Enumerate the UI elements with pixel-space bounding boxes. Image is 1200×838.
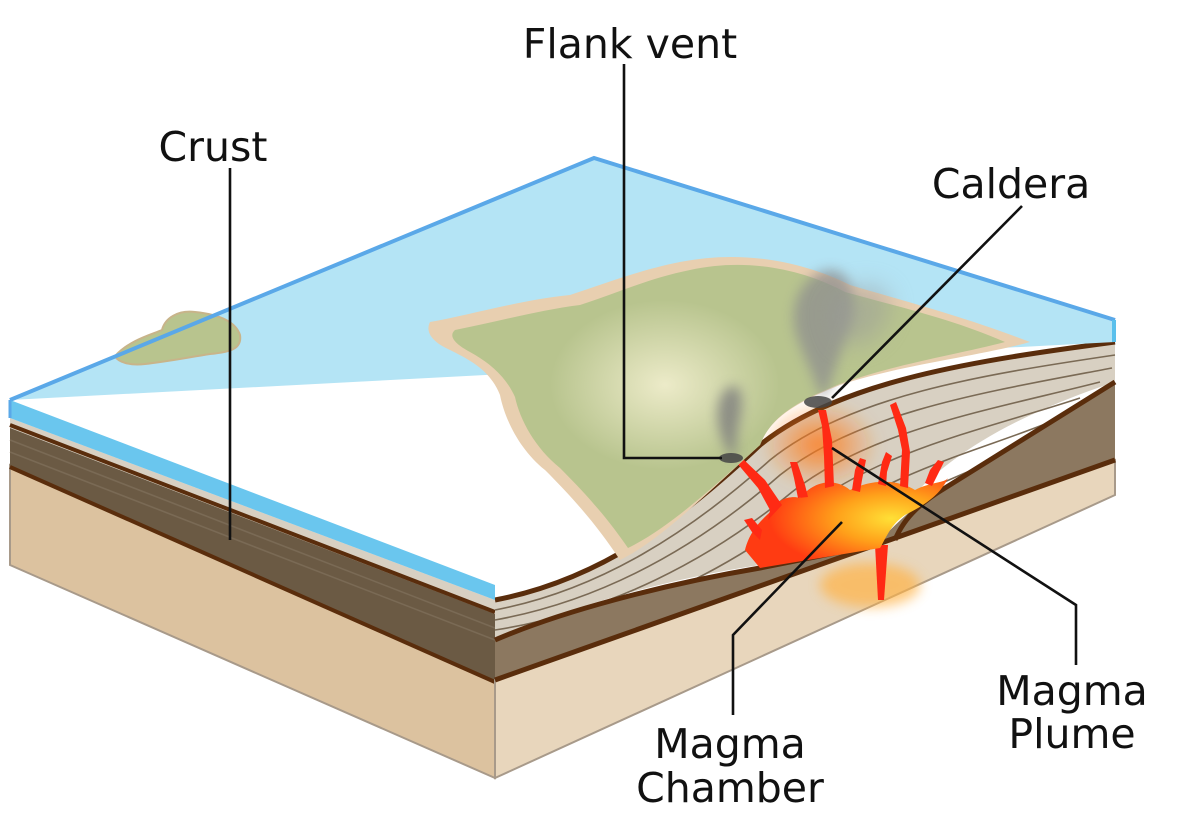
labels: Flank vent Crust Caldera Magma Plume Mag… <box>159 20 1148 812</box>
caldera-leader <box>831 205 1023 399</box>
magma-plume-label-line1: Magma <box>996 667 1148 715</box>
magma-chamber-shape <box>745 478 948 568</box>
strata-left-line <box>9 439 496 629</box>
ocean-front-left-edge <box>10 400 495 600</box>
crust-label: Crust <box>159 123 268 171</box>
magma-system <box>725 400 948 607</box>
leader-lines <box>228 64 1078 715</box>
magma-plume-label-line2: Plume <box>1008 710 1135 758</box>
ocean-front-right-edge <box>1112 320 1116 342</box>
flank-vent-leader <box>622 64 722 460</box>
caldera-crater <box>804 396 832 408</box>
mantle-left-band <box>10 425 495 682</box>
flank-vent-crater <box>719 453 743 463</box>
small-island <box>113 310 242 366</box>
strata-left-line <box>9 451 496 641</box>
caldera-smoke-wide <box>830 285 891 346</box>
mantle-left-outline <box>9 465 496 684</box>
magma-chamber-label-line2: Chamber <box>636 764 824 812</box>
mantle-bottom-outline <box>494 457 1116 683</box>
plume-glow <box>820 563 920 607</box>
magma-plume-leader <box>831 446 1078 665</box>
vent-glow <box>760 400 880 490</box>
magma-chamber-leader <box>731 521 843 715</box>
flank-vent-smoke <box>717 386 742 458</box>
caldera-label: Caldera <box>932 160 1090 208</box>
ocean-top-edge <box>9 155 1116 402</box>
magma-plume-conduit <box>875 545 888 600</box>
island-highlight <box>550 300 780 470</box>
crust-left-outline <box>9 423 496 614</box>
smoke-plumes <box>717 269 891 463</box>
flank-vent-label: Flank vent <box>523 20 737 68</box>
magma-dikes <box>736 402 944 540</box>
mantle-top-outline <box>494 542 876 643</box>
block-left-face <box>9 418 496 780</box>
magma-chamber-label-line1: Magma <box>654 720 806 768</box>
mantle-right-band <box>495 382 1115 680</box>
